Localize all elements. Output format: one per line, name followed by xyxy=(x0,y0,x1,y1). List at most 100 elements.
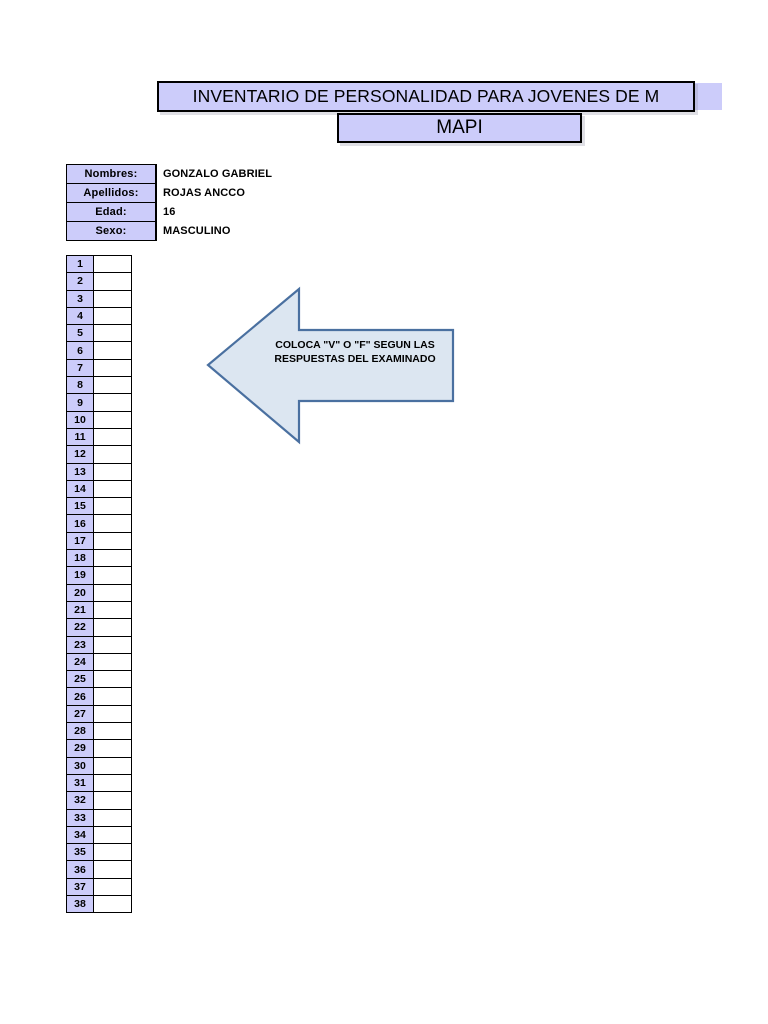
arrow-left-icon xyxy=(206,286,455,445)
answer-row-number: 9 xyxy=(66,393,94,412)
answer-row-number: 23 xyxy=(66,635,94,654)
answer-row-number: 4 xyxy=(66,306,94,326)
instruction-callout: COLOCA "V" O "F" SEGUN LAS RESPUESTAS DE… xyxy=(204,284,456,446)
answer-input-cell[interactable] xyxy=(93,497,132,516)
answer-row-number: 19 xyxy=(66,566,94,585)
info-label-apellidos: Apellidos: xyxy=(66,183,157,203)
answer-input-cell[interactable] xyxy=(93,635,132,654)
answer-row-number: 28 xyxy=(66,722,94,741)
answer-input-cell[interactable] xyxy=(93,289,132,308)
answer-input-cell[interactable] xyxy=(93,324,132,343)
answer-row-number: 12 xyxy=(66,445,94,464)
table-row: 2 xyxy=(66,272,132,291)
answer-input-cell[interactable] xyxy=(93,722,132,741)
answer-input-cell[interactable] xyxy=(93,739,132,758)
answer-input-cell[interactable] xyxy=(93,860,132,879)
callout-line-2: RESPUESTAS DEL EXAMINADO xyxy=(274,353,436,365)
answer-row-number: 35 xyxy=(66,843,94,862)
answer-input-cell[interactable] xyxy=(93,600,132,620)
answer-row-number: 8 xyxy=(66,376,94,395)
table-row: 10 xyxy=(66,410,132,429)
table-row: 30 xyxy=(66,756,132,775)
answer-row-number: 2 xyxy=(66,272,94,291)
table-row: 33 xyxy=(66,808,132,827)
answer-input-cell[interactable] xyxy=(93,549,132,568)
answer-input-cell[interactable] xyxy=(93,791,132,810)
answer-row-number: 27 xyxy=(66,704,94,724)
answer-input-cell[interactable] xyxy=(93,843,132,862)
table-row: 17 xyxy=(66,531,132,551)
table-row: 3 xyxy=(66,289,132,308)
examinee-info-body: Nombres: GONZALO GABRIEL Apellidos: ROJA… xyxy=(66,164,273,241)
answer-row-number: 31 xyxy=(66,773,94,793)
answer-input-cell[interactable] xyxy=(93,445,132,464)
answer-input-cell[interactable] xyxy=(93,670,132,689)
answer-row-number: 32 xyxy=(66,791,94,810)
answer-input-cell[interactable] xyxy=(93,358,132,378)
answer-row-number: 13 xyxy=(66,462,94,481)
table-row: Nombres: GONZALO GABRIEL xyxy=(66,164,273,184)
table-row: 20 xyxy=(66,583,132,602)
answer-row-number: 1 xyxy=(66,254,94,274)
answer-input-cell[interactable] xyxy=(93,825,132,845)
answer-input-cell[interactable] xyxy=(93,427,132,447)
answer-input-cell[interactable] xyxy=(93,393,132,412)
table-row: 27 xyxy=(66,704,132,724)
answer-input-cell[interactable] xyxy=(93,272,132,291)
info-label-sexo: Sexo: xyxy=(66,221,157,241)
table-row: 21 xyxy=(66,600,132,620)
answer-row-number: 3 xyxy=(66,289,94,308)
answer-input-cell[interactable] xyxy=(93,583,132,602)
answer-input-cell[interactable] xyxy=(93,756,132,775)
answer-input-cell[interactable] xyxy=(93,531,132,551)
table-row: 24 xyxy=(66,652,132,672)
answer-input-cell[interactable] xyxy=(93,254,132,274)
table-row: 29 xyxy=(66,739,132,758)
answer-row-number: 18 xyxy=(66,549,94,568)
answer-input-cell[interactable] xyxy=(93,704,132,724)
answer-input-cell[interactable] xyxy=(93,376,132,395)
table-row: 1 xyxy=(66,254,132,274)
examinee-info-table: Nombres: GONZALO GABRIEL Apellidos: ROJA… xyxy=(66,164,273,241)
answer-input-cell[interactable] xyxy=(93,410,132,429)
answer-input-cell[interactable] xyxy=(93,894,132,914)
answer-input-cell[interactable] xyxy=(93,618,132,637)
answer-row-number: 5 xyxy=(66,324,94,343)
callout-line-1: COLOCA "V" O "F" SEGUN LAS xyxy=(275,339,435,351)
answer-input-cell[interactable] xyxy=(93,877,132,896)
answer-row-number: 22 xyxy=(66,618,94,637)
answer-input-cell[interactable] xyxy=(93,808,132,827)
page-title: INVENTARIO DE PERSONALIDAD PARA JOVENES … xyxy=(192,86,660,106)
info-value-nombres[interactable]: GONZALO GABRIEL xyxy=(156,164,273,184)
answer-row-number: 29 xyxy=(66,739,94,758)
answer-row-number: 14 xyxy=(66,479,94,499)
answer-input-cell[interactable] xyxy=(93,306,132,326)
table-row: 7 xyxy=(66,358,132,378)
table-row: 4 xyxy=(66,306,132,326)
table-row: 34 xyxy=(66,825,132,845)
table-row: 22 xyxy=(66,618,132,637)
answer-input-cell[interactable] xyxy=(93,341,132,360)
answer-input-cell[interactable] xyxy=(93,652,132,672)
info-value-edad[interactable]: 16 xyxy=(156,202,273,222)
table-row: 8 xyxy=(66,376,132,395)
answer-input-cell[interactable] xyxy=(93,566,132,585)
answer-row-number: 26 xyxy=(66,687,94,706)
table-row: 38 xyxy=(66,894,132,914)
answer-row-number: 34 xyxy=(66,825,94,845)
document-subtitle-banner: MAPI xyxy=(337,113,582,143)
info-value-sexo[interactable]: MASCULINO xyxy=(156,221,273,241)
answer-input-cell[interactable] xyxy=(93,687,132,706)
page-subtitle: MAPI xyxy=(436,117,483,138)
info-value-apellidos[interactable]: ROJAS ANCCO xyxy=(156,183,273,203)
table-row: 14 xyxy=(66,479,132,499)
answer-input-cell[interactable] xyxy=(93,479,132,499)
document-title-banner: INVENTARIO DE PERSONALIDAD PARA JOVENES … xyxy=(157,81,695,112)
answer-input-cell[interactable] xyxy=(93,514,132,533)
answer-row-number: 11 xyxy=(66,427,94,447)
answer-input-cell[interactable] xyxy=(93,773,132,793)
table-row: 9 xyxy=(66,393,132,412)
answer-row-number: 17 xyxy=(66,531,94,551)
answer-input-cell[interactable] xyxy=(93,462,132,481)
